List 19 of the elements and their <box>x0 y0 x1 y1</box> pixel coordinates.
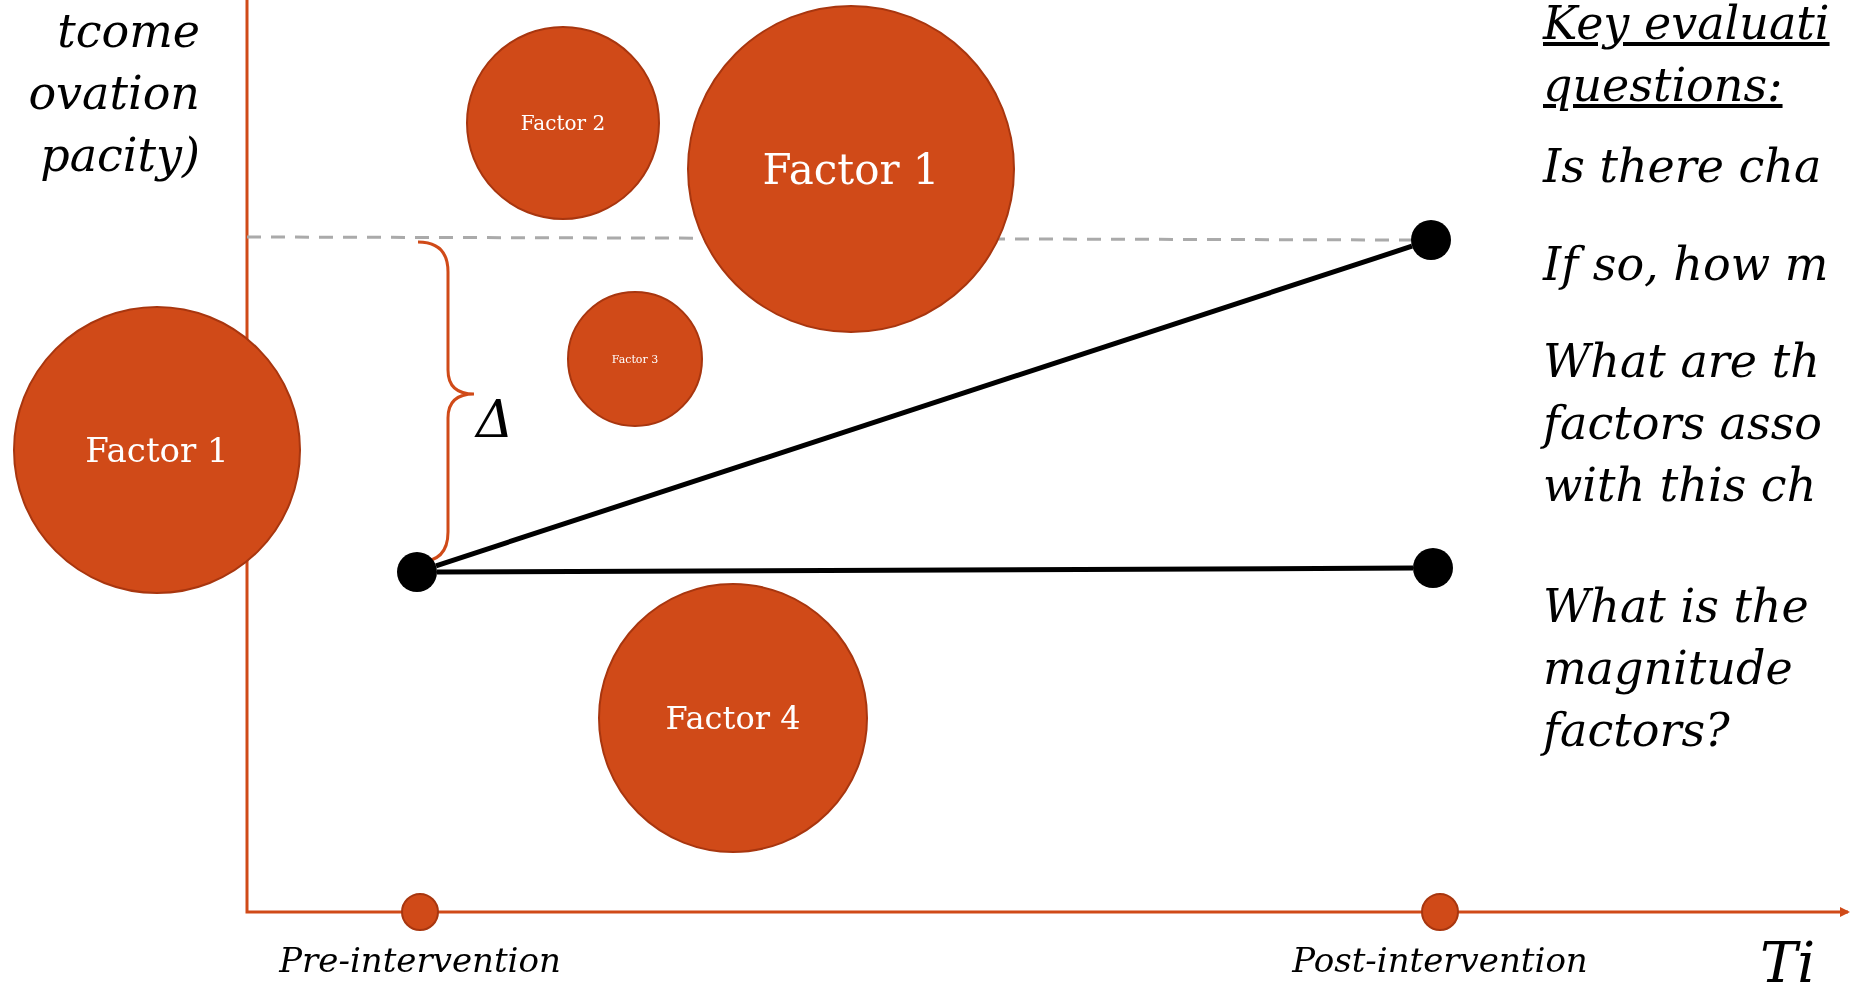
factor-label: Factor 1 <box>85 430 229 470</box>
axis-marker <box>1421 893 1459 931</box>
factor-label: Factor 4 <box>665 699 801 737</box>
question-text: Is there cha <box>1543 138 1823 195</box>
heading: Key evaluati questions: <box>1543 0 1831 115</box>
data-point <box>397 552 437 592</box>
connector-line <box>435 243 1413 569</box>
delta-symbol: Δ <box>476 388 515 451</box>
axis-title: tcome ovation pacity) <box>27 3 200 185</box>
factor-label: Factor 3 <box>611 352 659 366</box>
data-point <box>1413 548 1453 588</box>
axis-label: Pre-intervention <box>277 939 562 982</box>
factor-label: Factor 1 <box>762 144 940 194</box>
question-text: If so, how m <box>1543 236 1830 293</box>
axis-marker <box>401 893 439 931</box>
axis-title: Ti <box>1760 929 1817 993</box>
axis-label: Post-intervention <box>1290 939 1589 982</box>
factor-label: Factor 2 <box>520 111 606 135</box>
data-point <box>1411 220 1451 260</box>
